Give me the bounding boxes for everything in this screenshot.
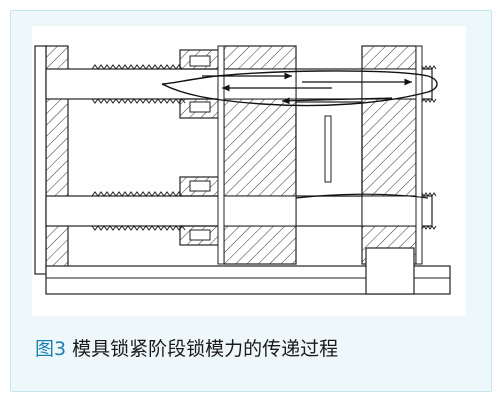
force-arrow-return	[281, 97, 393, 105]
left-platen-outer	[34, 45, 47, 275]
upper-thread-right	[419, 65, 437, 103]
figure-caption: 图3 模具锁紧阶段锁模力的传递过程	[35, 335, 338, 363]
caption-text: 模具锁紧阶段锁模力的传递过程	[72, 338, 339, 360]
lower-thread-left	[91, 191, 186, 231]
mold-clamping-diagram	[32, 26, 466, 316]
lower-thread-right	[419, 192, 437, 230]
right-support	[365, 247, 415, 295]
force-path-lower	[295, 193, 429, 199]
figure-label: 图3	[35, 338, 67, 360]
force-path-loop	[161, 70, 438, 107]
upper-thread-left	[91, 64, 186, 104]
